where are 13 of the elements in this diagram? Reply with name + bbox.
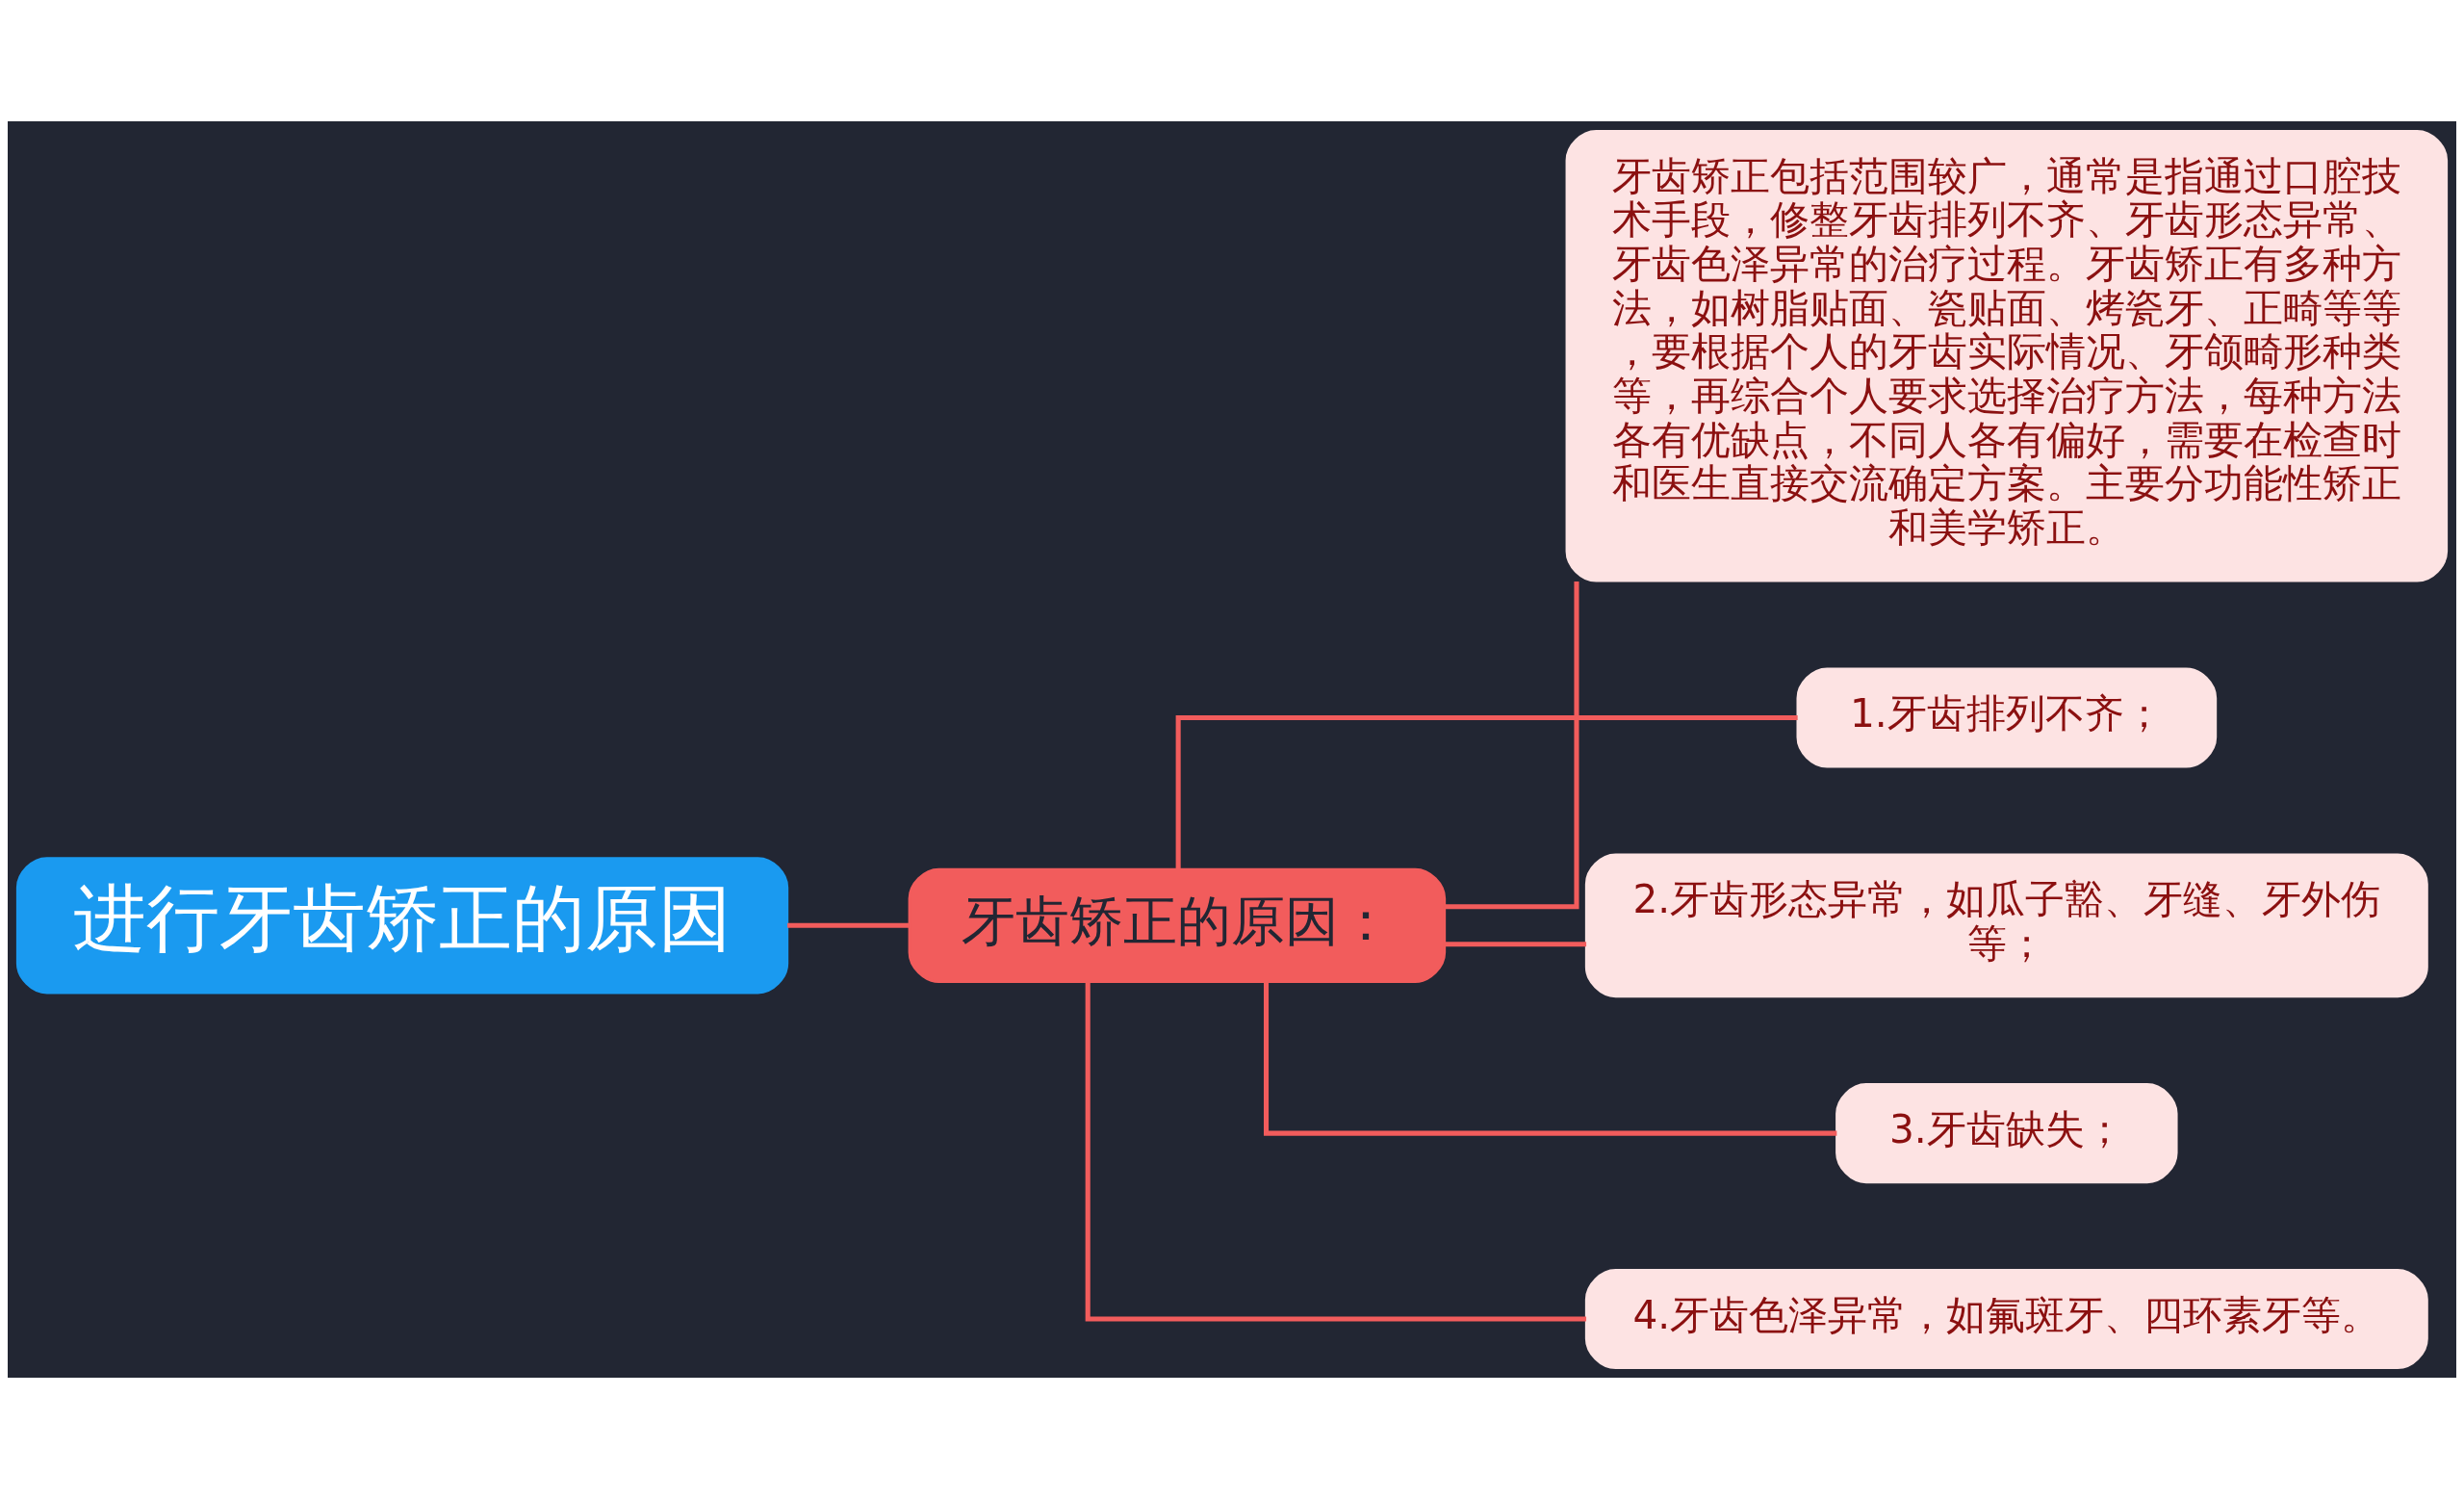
node-box: 1.牙齿排列不齐； — [1796, 667, 2218, 768]
connector — [1444, 582, 1579, 910]
connector — [787, 922, 910, 928]
node-box: 牙齿矫正的原因： — [908, 867, 1447, 983]
node-box: 牙齿矫正包括范围较广，通常是指通过口腔技术手段，修整牙齿排列不齐、牙齿形态异常、牙齿色泽异常的治疗过程。牙齿矫正有多种方法，如树脂贴面、瓷贴面、烤瓷牙、正畸等等，要根据个人的牙齿实际情况、牙颌畸形种类等，再综合个人要求选择治疗方法，每种方法各有优缺点，不同人各有偏好，需要在检查时和医生直接交流确定方案。主要分功能性矫正和美学矫正。 — [1565, 129, 2449, 582]
connector — [1264, 982, 1837, 1136]
connector — [1085, 981, 1587, 1322]
connector — [1445, 942, 1587, 947]
node-box: 进行牙齿矫正的原因 — [15, 857, 789, 995]
node-box: 4.牙齿色泽异常，如氟斑牙、四环素牙等。 — [1584, 1269, 2428, 1370]
node-box: 2.牙齿形态异常，如瓜子豁、牙缝、牙外伤等； — [1584, 853, 2428, 998]
connector — [1175, 714, 1798, 869]
node-box: 3.牙齿缺失； — [1835, 1083, 2178, 1184]
